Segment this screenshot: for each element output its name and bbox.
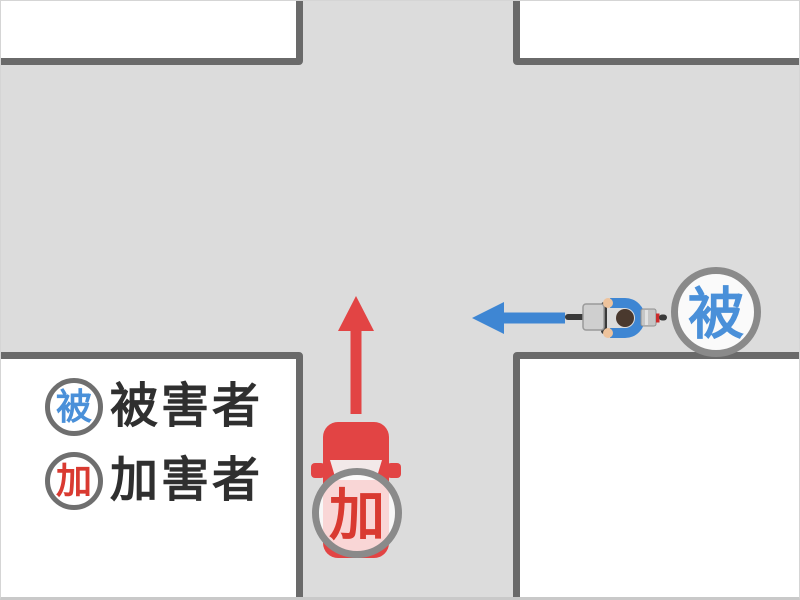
perpetrator-badge: 加 bbox=[312, 468, 402, 558]
bicycle-rear-rack bbox=[640, 308, 657, 327]
bicycle-front-wheel bbox=[565, 314, 587, 320]
legend-item-perpetrator: 加 加害者 bbox=[45, 452, 263, 510]
legend: 被 被害者 加 加害者 bbox=[45, 378, 263, 526]
bicycle-rear-wheel bbox=[659, 314, 667, 321]
perpetrator-arrow-up-icon bbox=[338, 296, 374, 414]
legend-label-perpetrator: 加害者 bbox=[110, 454, 264, 507]
victim-badge-label: 被 bbox=[688, 283, 744, 346]
legend-item-victim: 被 被害者 bbox=[45, 378, 263, 436]
cyclist-head bbox=[616, 309, 634, 327]
car-mirror-left bbox=[311, 463, 325, 478]
legend-label-victim: 被害者 bbox=[110, 380, 264, 433]
bicycle-tail-light bbox=[656, 313, 660, 323]
victim-badge-ring bbox=[671, 267, 761, 357]
legend-badge-victim: 被 bbox=[45, 378, 103, 436]
victim-arrow-left-icon bbox=[472, 302, 565, 334]
perpetrator-badge-label: 加 bbox=[329, 484, 385, 547]
building-bottom-right bbox=[513, 352, 800, 600]
car-mirror-right bbox=[387, 463, 401, 478]
building-top-left bbox=[0, 0, 303, 65]
bicycle-rack-stripe bbox=[645, 310, 648, 325]
cyclist-hand-right bbox=[603, 328, 613, 338]
cyclist-body bbox=[610, 297, 646, 339]
cyclist-hand-left bbox=[603, 298, 613, 308]
victim-bicycle-icon bbox=[565, 297, 667, 339]
legend-badge-perpetrator: 加 bbox=[45, 452, 103, 510]
victim-badge: 被 bbox=[671, 267, 761, 357]
building-top-right bbox=[513, 0, 800, 65]
bicycle-basket bbox=[582, 303, 605, 331]
perpetrator-badge-ring bbox=[312, 468, 402, 558]
